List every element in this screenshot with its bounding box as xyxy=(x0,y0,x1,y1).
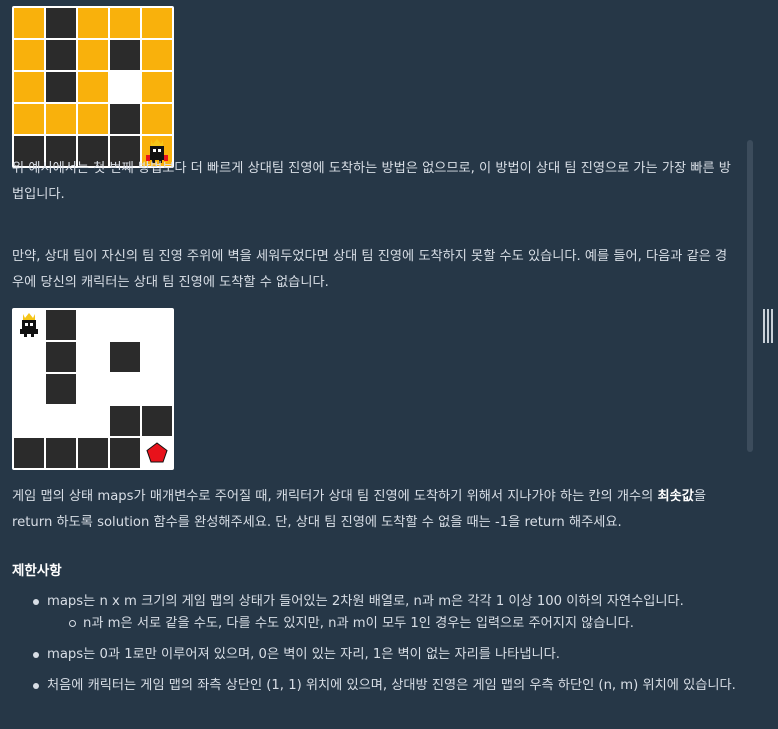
map2-cell xyxy=(110,406,140,436)
map1-cell xyxy=(110,104,140,134)
sub-bullet-icon xyxy=(69,620,76,627)
map1-cell xyxy=(46,8,76,38)
map1-cell xyxy=(14,8,44,38)
map1-cell xyxy=(78,40,108,70)
map1-cell xyxy=(110,72,140,102)
example-map-1 xyxy=(12,6,174,168)
constraint-subitem-1: n과 m은 서로 같을 수도, 다를 수도 있지만, n과 m이 모두 1인 경… xyxy=(83,616,634,631)
map2-cell xyxy=(78,374,108,404)
map2-cell xyxy=(46,406,76,436)
constraint-item-1: maps는 n x m 크기의 게임 맵의 상태가 들어있는 2차원 배열로, … xyxy=(47,594,684,609)
map1-cell xyxy=(142,8,172,38)
map1-cell xyxy=(142,72,172,102)
map1-cell xyxy=(142,104,172,134)
map2-cell xyxy=(14,406,44,436)
map1-cell xyxy=(46,104,76,134)
map2-cell xyxy=(142,374,172,404)
map2-cell xyxy=(142,310,172,340)
map1-cell xyxy=(110,40,140,70)
map1-cell xyxy=(14,136,44,166)
map1-cell xyxy=(14,72,44,102)
map2-cell xyxy=(78,406,108,436)
map1-cell xyxy=(46,40,76,70)
map2-cell xyxy=(110,438,140,468)
map2-cell xyxy=(78,310,108,340)
example-map-2 xyxy=(12,308,174,470)
map2-cell xyxy=(142,342,172,372)
map1-cell xyxy=(78,72,108,102)
paragraph-3-before: 게임 맵의 상태 maps가 매개변수로 주어질 때, 캐릭터가 상대 팀 진영… xyxy=(12,489,658,504)
map1-cell xyxy=(46,72,76,102)
map2-cell xyxy=(46,342,76,372)
bullet-3-icon xyxy=(33,683,39,689)
map1-cell xyxy=(14,104,44,134)
paragraph-2: 만약, 상대 팀이 자신의 팀 진영 주위에 벽을 세워두었다면 상대 팀 진영… xyxy=(12,249,728,290)
robot-character-icon xyxy=(17,312,41,342)
map2-cell xyxy=(14,310,44,340)
map1-cell xyxy=(78,8,108,38)
map2-cell xyxy=(78,438,108,468)
constraint-item-3: 처음에 캐릭터는 게임 맵의 좌측 상단인 (1, 1) 위치에 있으며, 상대… xyxy=(47,678,736,693)
map1-cell xyxy=(78,136,108,166)
map2-cell xyxy=(142,406,172,436)
map2-cell xyxy=(110,310,140,340)
robot-character-icon xyxy=(145,138,169,168)
bullet-1-icon xyxy=(33,599,39,605)
map1-cell xyxy=(78,104,108,134)
map2-cell xyxy=(14,438,44,468)
map1-cell xyxy=(142,40,172,70)
map2-cell xyxy=(110,342,140,372)
map1-cell xyxy=(110,8,140,38)
paragraph-3: 게임 맵의 상태 maps가 매개변수로 주어질 때, 캐릭터가 상대 팀 진영… xyxy=(12,484,732,536)
map2-cell xyxy=(46,438,76,468)
map1-cell xyxy=(14,40,44,70)
map2-cell xyxy=(78,342,108,372)
map1-cell xyxy=(46,136,76,166)
constraint-item-2: maps는 0과 1로만 이루어져 있으며, 0은 벽이 있는 자리, 1은 벽… xyxy=(47,647,560,662)
map2-cell xyxy=(46,374,76,404)
map1-cell xyxy=(142,136,172,166)
paragraph-3-bold: 최솟값 xyxy=(657,489,694,504)
paragraph-1: 위 예시에서는 첫 번째 방법보다 더 빠르게 상대팀 진영에 도착하는 방법은… xyxy=(12,161,731,202)
map1-cell xyxy=(110,136,140,166)
vertical-scrollbar[interactable] xyxy=(747,140,753,452)
map2-cell xyxy=(14,342,44,372)
map2-cell xyxy=(14,374,44,404)
red-pentagon-icon xyxy=(145,441,169,469)
bullet-2-icon xyxy=(33,652,39,658)
paragraph-3-after: 을 return 하도록 solution 함수를 완성해주세요. 단, 상대 … xyxy=(12,489,706,530)
constraints-title: 제한사항 xyxy=(12,563,62,579)
map2-cell xyxy=(142,438,172,468)
panel-resize-handle-icon[interactable] xyxy=(763,309,773,343)
map2-cell xyxy=(46,310,76,340)
map2-cell xyxy=(110,374,140,404)
